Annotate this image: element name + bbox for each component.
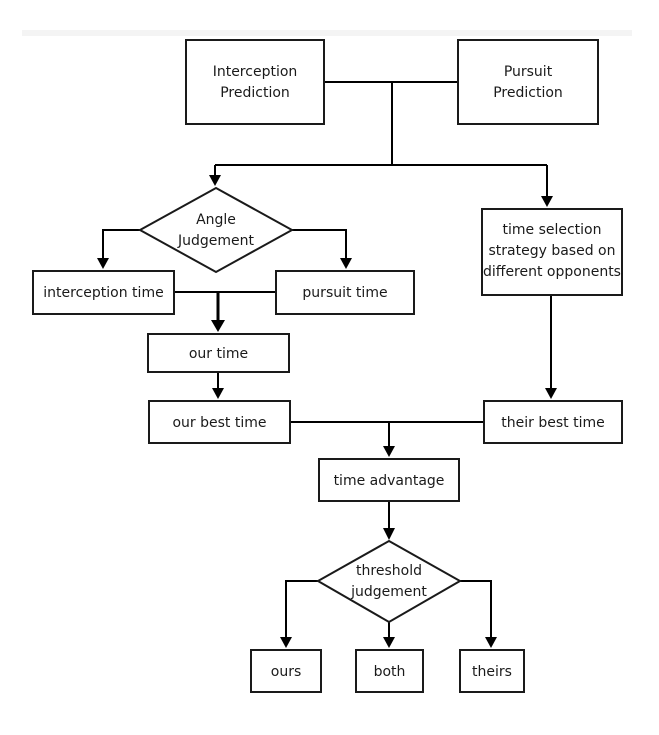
connector-threshold-left (285, 580, 318, 638)
arrow-to-angle (209, 175, 221, 186)
arrow-to-time-selection (541, 196, 553, 207)
arrow-to-our-time (211, 320, 225, 332)
ours-label: ours (271, 664, 302, 680)
their-best-time-label: their best time (501, 415, 604, 431)
time-advantage-label: time advantage (334, 473, 445, 489)
node-angle-judgement: Angle Judgement (137, 186, 295, 274)
interception-prediction-line-2: Prediction (220, 85, 290, 101)
node-time-selection-strategy: time selection strategy based on differe… (481, 208, 623, 296)
node-pursuit-prediction: Pursuit Prediction (457, 39, 599, 125)
angle-judgement-line-1: Angle (196, 212, 236, 228)
node-threshold-judgement: threshold judgement (315, 539, 463, 624)
arrow-to-time-advantage (383, 446, 395, 457)
arrow-to-our-best-time (212, 388, 224, 399)
angle-judgement-line-2: Judgement (177, 233, 255, 249)
theirs-label: theirs (472, 664, 512, 680)
interception-prediction-line-1: Interception (213, 64, 298, 80)
connectors (97, 81, 557, 648)
node-both: both (355, 649, 424, 693)
pursuit-time-label: pursuit time (302, 285, 387, 301)
node-time-advantage: time advantage (318, 458, 460, 502)
pursuit-prediction-line-2: Prediction (493, 85, 563, 101)
arrow-to-ours (280, 637, 292, 648)
our-best-time-label: our best time (172, 415, 266, 431)
arrow-to-pursuit-time (340, 258, 352, 269)
node-our-best-time: our best time (148, 400, 291, 444)
node-their-best-time: their best time (483, 400, 623, 444)
our-time-label: our time (189, 346, 248, 362)
time-selection-line-1: time selection (502, 222, 601, 238)
connector-angle-left (102, 229, 140, 259)
node-our-time: our time (147, 333, 290, 373)
arrow-to-both (383, 637, 395, 648)
connector-angle-right (292, 229, 347, 259)
node-pursuit-time: pursuit time (275, 270, 415, 315)
node-ours: ours (250, 649, 322, 693)
node-theirs: theirs (459, 649, 525, 693)
arrow-to-theirs (485, 637, 497, 648)
interception-time-label: interception time (43, 285, 163, 301)
top-shade-bar (22, 30, 632, 36)
node-interception-prediction: Interception Prediction (185, 39, 325, 125)
arrow-to-their-best-time (545, 388, 557, 399)
arrow-to-interception-time (97, 258, 109, 269)
both-label: both (374, 664, 406, 680)
pursuit-prediction-line-1: Pursuit (504, 64, 553, 80)
time-selection-line-2: strategy based on (489, 243, 616, 259)
arrow-to-threshold (383, 528, 395, 540)
threshold-judgement-line-1: threshold (356, 563, 422, 579)
node-interception-time: interception time (32, 270, 175, 315)
time-selection-line-3: different opponents (483, 264, 621, 280)
threshold-judgement-line-2: judgement (350, 584, 427, 600)
connector-threshold-right (460, 580, 492, 638)
